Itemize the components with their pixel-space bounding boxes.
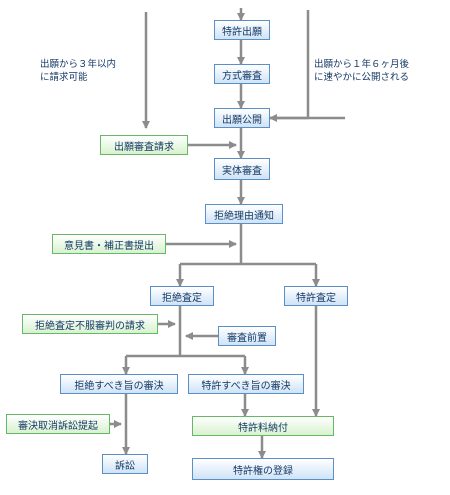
node-refusal-notice: 拒絶理由通知 <box>205 204 283 224</box>
right-note-line2: に速やかに公開される <box>314 72 410 83</box>
node-lawsuit-filing: 審決取消訴訟提起 <box>6 414 110 434</box>
node-appeal-refusal: 拒絶すべき旨の審決 <box>60 374 178 394</box>
node-patent-fee: 特許料納付 <box>192 416 334 436</box>
left-note-line2: に請求可能 <box>40 72 88 83</box>
node-refusal-decision: 拒絶査定 <box>150 286 214 306</box>
node-lawsuit: 訴訟 <box>102 454 148 474</box>
node-appeal-grant: 特許すべき旨の審決 <box>188 374 304 394</box>
left-note-line1: 出願から３年以内 <box>40 59 117 70</box>
left-note: 出願から３年以内 に請求可能 <box>40 58 116 84</box>
node-formality-exam: 方式審査 <box>214 64 270 84</box>
right-note: 出願から１年６ヶ月後 に速やかに公開される <box>314 58 409 84</box>
node-pre-exam: 審査前置 <box>218 326 276 346</box>
node-registration: 特許権の登録 <box>192 458 334 480</box>
node-exam-request: 出願審査請求 <box>100 135 188 155</box>
node-filing: 特許出願 <box>214 20 270 40</box>
right-note-line1: 出願から１年６ヶ月後 <box>314 59 410 70</box>
node-opinion-amendment: 意見書・補正書提出 <box>52 234 166 254</box>
node-grant-decision: 特許査定 <box>284 286 348 306</box>
node-appeal-request: 拒絶査定不服審判の請求 <box>22 314 158 334</box>
node-publication: 出願公開 <box>214 108 270 128</box>
node-substantive-exam: 実体審査 <box>214 158 270 180</box>
